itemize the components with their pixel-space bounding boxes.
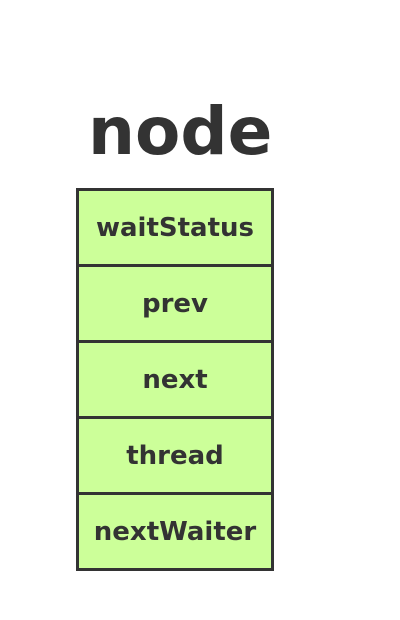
field-next-waiter: nextWaiter bbox=[79, 492, 271, 568]
field-wait-status: waitStatus bbox=[95, 212, 255, 243]
field-next: next bbox=[79, 340, 271, 416]
node-title: node bbox=[88, 93, 273, 170]
field-thread: thread bbox=[79, 416, 271, 492]
node-structure-box: waitStatus prev next thread nextWaiter bbox=[76, 188, 274, 571]
field-prev: prev bbox=[79, 264, 271, 340]
